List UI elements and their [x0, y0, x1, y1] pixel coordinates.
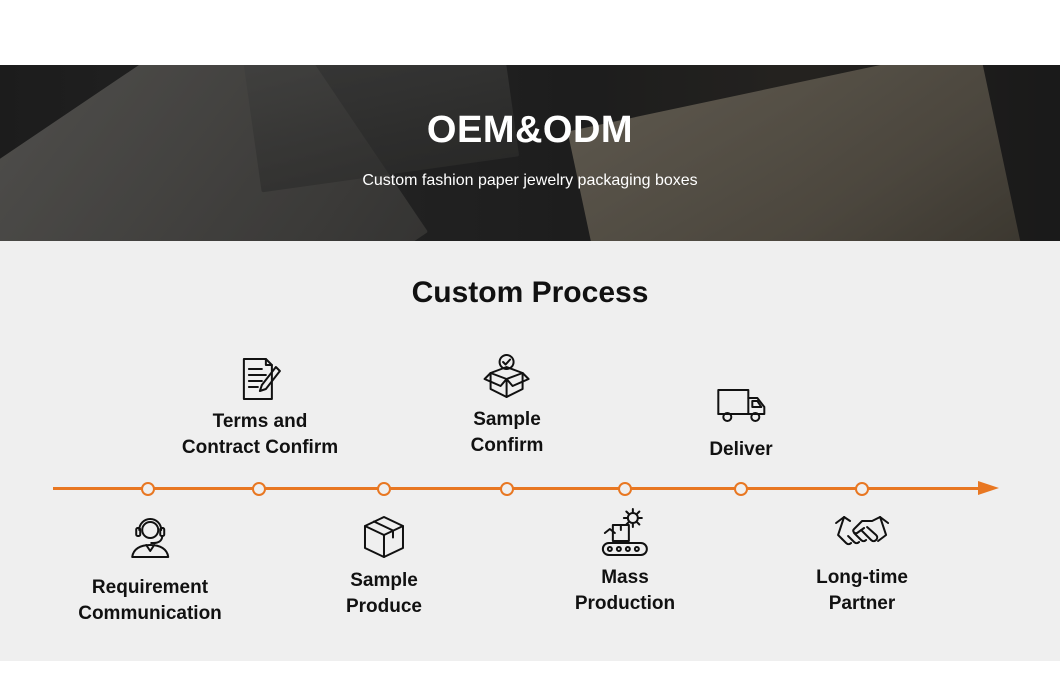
handshake-icon — [834, 516, 889, 546]
timeline-node-4 — [500, 482, 514, 496]
process-step-sample-produce: Sample Produce — [346, 514, 422, 620]
step-label: Sample Confirm — [470, 409, 544, 456]
step-label: Terms and Contract Confirm — [181, 411, 339, 458]
custom-process-section: Custom Process Requirement Communication — [0, 241, 1060, 661]
banner-title: OEM&ODM — [426, 109, 634, 151]
timeline-node-3 — [377, 482, 391, 496]
timeline-node-7 — [855, 482, 869, 496]
step-label: Deliver — [709, 439, 773, 460]
process-step-long-time-partner: Long-time Partner — [816, 511, 908, 617]
step-label: Mass Production — [574, 567, 676, 614]
process-step-deliver: Deliver — [709, 387, 773, 463]
process-step-mass-production: Mass Production — [575, 507, 675, 617]
timeline-node-1 — [141, 482, 155, 496]
section-title: Custom Process — [411, 276, 649, 309]
timeline-node-5 — [618, 482, 632, 496]
process-step-terms-contract: Terms and Contract Confirm — [182, 355, 338, 461]
open-box-check-icon — [483, 354, 530, 398]
headset-agent-icon — [131, 518, 169, 558]
timeline-line — [53, 487, 983, 490]
step-label: Requirement Communication — [78, 577, 222, 624]
banner-subtitle: Custom fashion paper jewelry packaging b… — [362, 172, 698, 189]
timeline-arrow-icon — [978, 481, 999, 495]
banner-overlay — [0, 65, 1060, 241]
process-step-requirement: Requirement Communication — [78, 513, 222, 627]
step-label: Long-time Partner — [816, 567, 908, 614]
delivery-truck-icon — [717, 389, 765, 422]
timeline-node-2 — [252, 482, 266, 496]
contract-document-icon — [242, 358, 281, 400]
box-icon — [364, 516, 404, 558]
timeline-node-6 — [734, 482, 748, 496]
process-step-sample-confirm: Sample Confirm — [470, 351, 544, 459]
hero-banner: OEM&ODM Custom fashion paper jewelry pac… — [0, 65, 1060, 241]
conveyor-gear-icon — [602, 508, 648, 556]
step-label: Sample Produce — [345, 570, 423, 617]
